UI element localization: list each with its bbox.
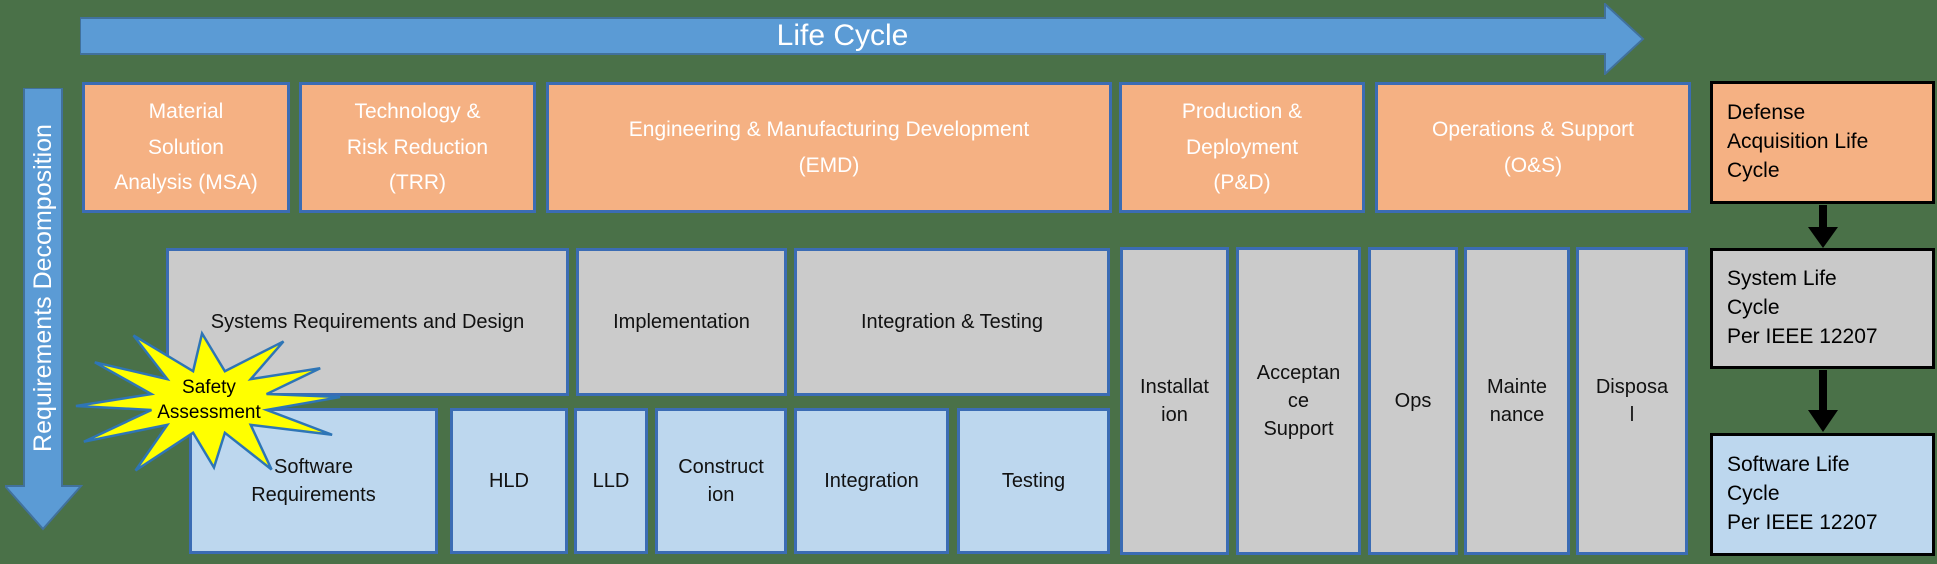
system-box-implementation: Implementation bbox=[576, 248, 787, 396]
system-box-maintenance: Mainte nance bbox=[1464, 247, 1570, 555]
software-box-hld: HLD bbox=[450, 408, 568, 554]
legend-system-life-cycle: System Life Cycle Per IEEE 12207 bbox=[1710, 248, 1935, 369]
legend-software-life-cycle: Software Life Cycle Per IEEE 12207 bbox=[1710, 433, 1935, 556]
legend-defense-acquisition: Defense Acquisition Life Cycle bbox=[1710, 81, 1935, 204]
life-cycle-arrow bbox=[80, 3, 1645, 75]
system-box-disposal: Disposa l bbox=[1576, 247, 1688, 555]
phase-box-pd: Production & Deployment (P&D) bbox=[1119, 82, 1365, 213]
software-box-lld: LLD bbox=[574, 408, 648, 554]
system-box-ops: Ops bbox=[1368, 247, 1458, 555]
software-box-testing: Testing bbox=[957, 408, 1110, 554]
safety-assessment-starburst bbox=[75, 330, 341, 472]
software-box-construction: Construct ion bbox=[655, 408, 787, 554]
phase-box-trr: Technology & Risk Reduction (TRR) bbox=[299, 82, 536, 213]
requirements-decomposition-arrow bbox=[5, 88, 83, 531]
legend-arrow-2 bbox=[1808, 370, 1838, 432]
system-box-integration-testing: Integration & Testing bbox=[794, 248, 1110, 396]
system-box-acceptance-support: Acceptan ce Support bbox=[1236, 247, 1361, 555]
phase-box-emd: Engineering & Manufacturing Development … bbox=[546, 82, 1112, 213]
software-box-integration: Integration bbox=[794, 408, 949, 554]
phase-box-os: Operations & Support (O&S) bbox=[1375, 82, 1691, 213]
phase-box-msa: Material Solution Analysis (MSA) bbox=[82, 82, 290, 213]
legend-arrow-1 bbox=[1808, 205, 1838, 248]
system-box-installation: Installat ion bbox=[1120, 247, 1229, 555]
